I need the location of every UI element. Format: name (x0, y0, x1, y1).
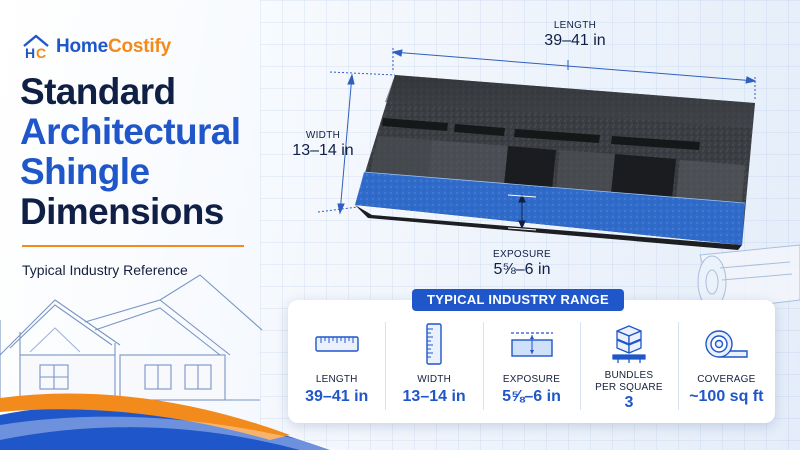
brand-name: HomeCostify (56, 36, 171, 57)
brand-logo[interactable]: H C HomeCostify (22, 34, 171, 60)
ruler-icon (315, 336, 359, 352)
vertical-ruler-icon (426, 323, 442, 365)
metric-coverage-value: ~100 sq ft (689, 388, 764, 405)
industry-range-card (288, 300, 775, 423)
metric-coverage: COVERAGE ~100 sq ft (677, 312, 775, 420)
metric-width: WIDTH 13–14 in (385, 312, 482, 420)
metric-length: LENGTH 39–41 in (288, 312, 385, 420)
shingle-strip (355, 75, 755, 250)
metric-exposure-value: 5⅝–6 in (502, 388, 561, 405)
blue-swoosh (0, 405, 330, 450)
title-line-4: Dimensions (20, 191, 224, 232)
exposure-dimension-line (507, 193, 537, 231)
metric-width-label: WIDTH (417, 374, 451, 385)
title-line-2: Architectural (20, 111, 241, 152)
metric-bundles-label: BUNDLES PER SQUARE (595, 370, 663, 393)
shingle-roll-icon (705, 330, 749, 358)
metric-bundles: BUNDLES PER SQUARE 3 (580, 312, 677, 420)
page-title: Standard Architectural Shingle Dimension… (20, 71, 241, 232)
metrics-row: LENGTH 39–41 in WIDTH 13–14 in (288, 312, 775, 420)
metric-exposure-label: EXPOSURE (502, 374, 561, 385)
title-line-1: Standard (20, 71, 176, 112)
svg-text:H: H (25, 45, 35, 60)
bundles-icon (612, 325, 646, 363)
svg-text:C: C (36, 45, 46, 60)
white-swoosh (0, 416, 340, 450)
title-line-3: Shingle (20, 151, 150, 192)
metric-length-value: 39–41 in (305, 388, 369, 405)
title-divider (22, 245, 244, 247)
metric-length-label: LENGTH (315, 374, 358, 385)
blueprint-roll (697, 244, 800, 311)
length-dimension-line (391, 48, 757, 100)
width-dimension-line (317, 71, 396, 215)
house-sketch (0, 274, 263, 401)
subtitle: Typical Industry Reference (22, 262, 188, 278)
metric-width-value: 13–14 in (402, 388, 466, 405)
orange-swoosh (0, 393, 290, 440)
house-hc-logo-icon: H C (23, 34, 49, 60)
metric-exposure: EXPOSURE 5⅝–6 in (482, 312, 580, 420)
exposure-icon (510, 332, 553, 357)
metric-coverage-label: COVERAGE (697, 374, 756, 385)
metric-bundles-value: 3 (624, 394, 634, 411)
industry-range-heading: TYPICAL INDUSTRY RANGE (412, 289, 624, 311)
